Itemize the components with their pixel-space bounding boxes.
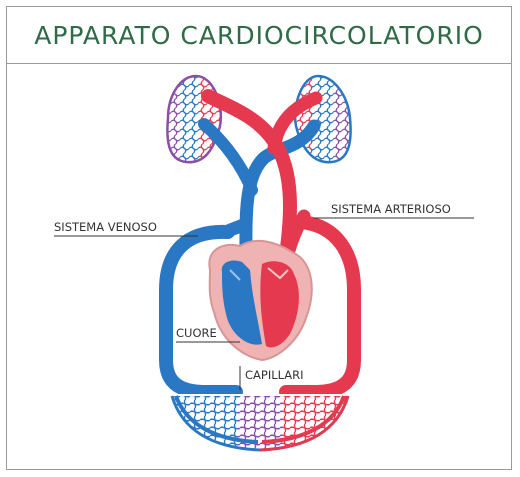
capillary-bed	[170, 394, 350, 450]
label-heart-text: CUORE	[176, 326, 217, 340]
label-capillaries-text: CAPILLARI	[245, 368, 304, 382]
label-arterial-system: SISTEMA ARTERIOSO	[314, 202, 474, 218]
label-arterial-system-text: SISTEMA ARTERIOSO	[331, 202, 451, 216]
left-lung	[160, 70, 230, 170]
right-lung	[290, 70, 358, 170]
label-venous-system: SISTEMA VENOSO	[54, 220, 198, 236]
label-venous-system-text: SISTEMA VENOSO	[54, 220, 157, 234]
